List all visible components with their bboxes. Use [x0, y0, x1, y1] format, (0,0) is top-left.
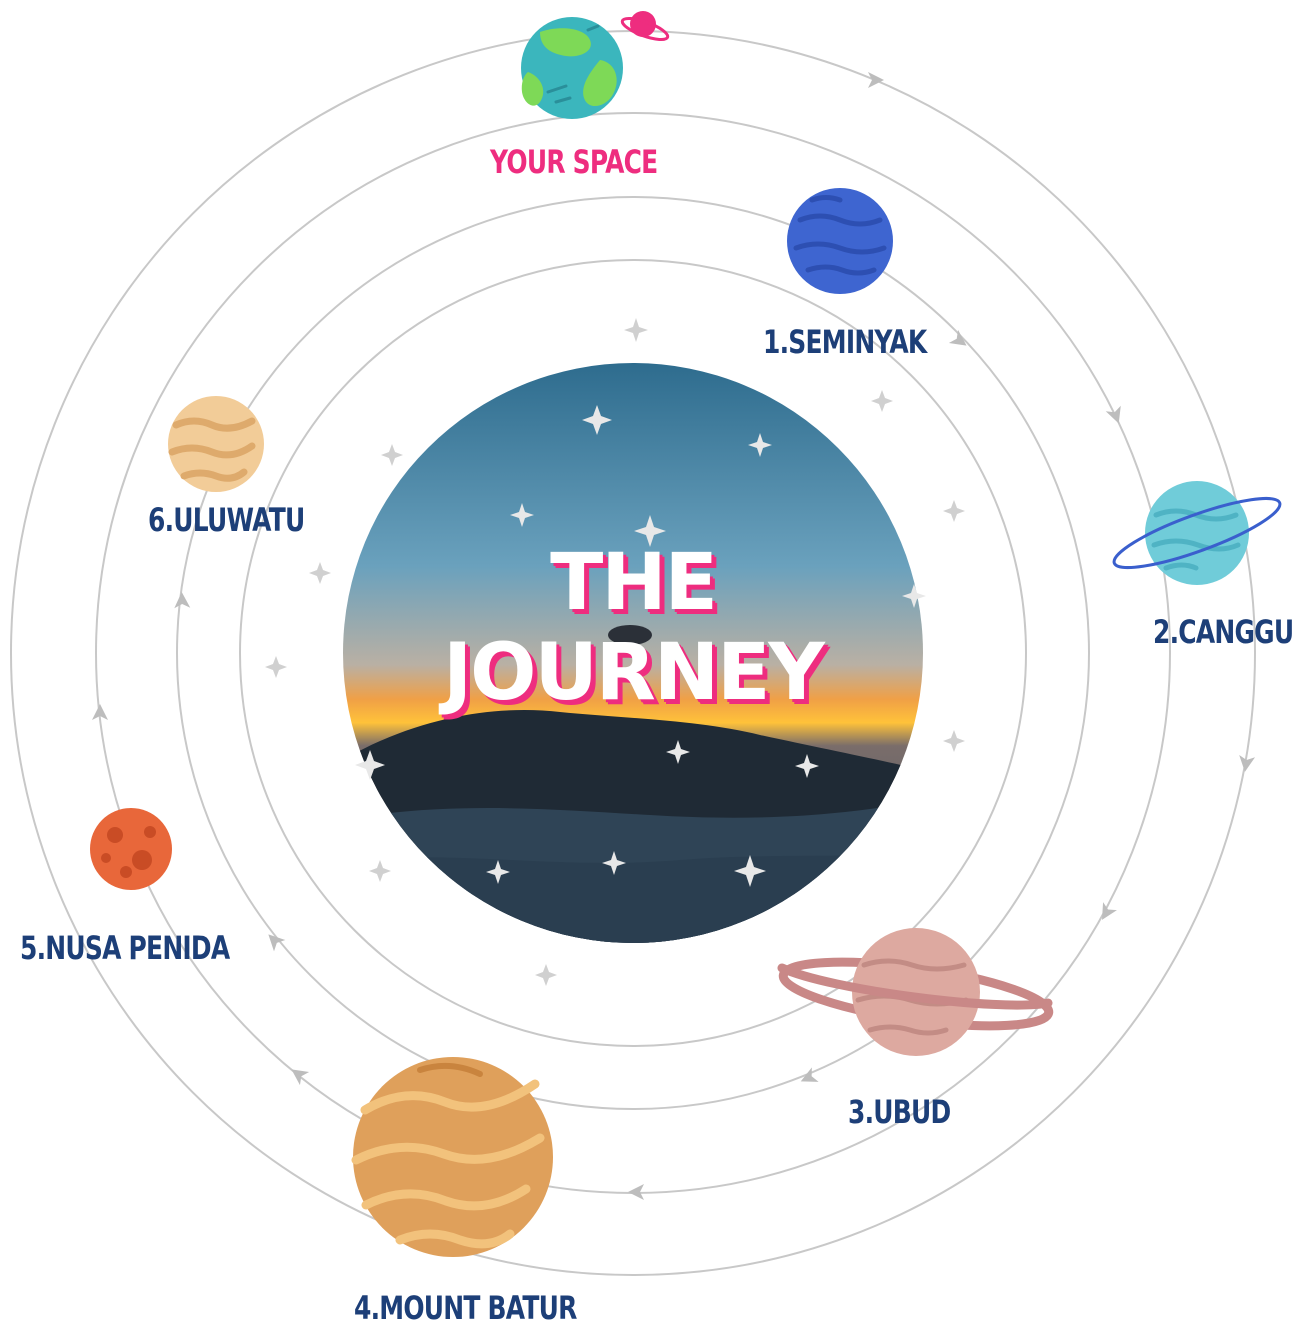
- sparkle: [748, 433, 772, 457]
- uluwatu-planet-icon: [168, 396, 264, 492]
- sparkle: [634, 515, 666, 547]
- label-your-space: YOUR SPACE: [490, 143, 658, 181]
- earth-planet-icon: [521, 17, 623, 119]
- ubud-planet-icon: [777, 928, 1054, 1056]
- mount-batur-planet-icon: [351, 1057, 553, 1257]
- arrow-8: [291, 1069, 310, 1086]
- arrow-6: [800, 1067, 819, 1082]
- sparkle: [902, 584, 926, 608]
- sparkle: [265, 656, 287, 678]
- sparkle: [943, 730, 965, 752]
- arrow-9: [268, 934, 286, 952]
- sparkle: [871, 390, 893, 412]
- sparkle: [666, 740, 690, 764]
- sparkle: [602, 851, 626, 875]
- arrow-11: [174, 592, 191, 609]
- small-ringed-planet-icon: [620, 11, 670, 42]
- title-line-2: JOURNEY: [443, 628, 825, 718]
- sparkles: [265, 318, 965, 986]
- sparkle: [582, 405, 612, 435]
- arrow-2: [948, 329, 967, 346]
- sparkle: [309, 562, 331, 584]
- label-nusa-penida: 5.NUSA PENIDA: [20, 929, 230, 967]
- arrow-10: [92, 704, 108, 720]
- label-ubud: 3.UBUD: [848, 1093, 951, 1131]
- sparkle: [734, 855, 766, 887]
- label-seminyak: 1.SEMINYAK: [763, 323, 927, 361]
- journey-title: THE JOURNEY: [343, 540, 923, 740]
- arrow-3: [1105, 405, 1121, 424]
- arrow-4: [1239, 754, 1256, 772]
- sparkle: [624, 318, 648, 342]
- orbit-ring-2: [176, 196, 1090, 1110]
- sparkle: [535, 964, 557, 986]
- arrow-1: [868, 72, 884, 88]
- label-uluwatu: 6.ULUWATU: [148, 501, 305, 539]
- sparkle: [795, 754, 819, 778]
- sparkle: [486, 860, 510, 884]
- sparkle: [943, 500, 965, 522]
- canggu-planet-icon: [1112, 481, 1282, 585]
- arrow-7: [628, 1184, 644, 1200]
- label-mount-batur: 4.MOUNT BATUR: [354, 1289, 577, 1327]
- sparkle: [355, 750, 385, 780]
- sparkle: [381, 444, 403, 466]
- title-line-1: THE: [550, 538, 718, 628]
- nusa-penida-planet-icon: [90, 808, 172, 890]
- arrow-5: [1101, 902, 1117, 920]
- label-canggu: 2.CANGGU: [1153, 613, 1294, 651]
- seminyak-planet-icon: [787, 188, 893, 294]
- center-photo: [343, 363, 923, 943]
- sparkle: [369, 860, 391, 882]
- orbit-ring-1: [239, 259, 1027, 1047]
- orbit-arrows: [92, 72, 1256, 1200]
- sparkle: [510, 503, 534, 527]
